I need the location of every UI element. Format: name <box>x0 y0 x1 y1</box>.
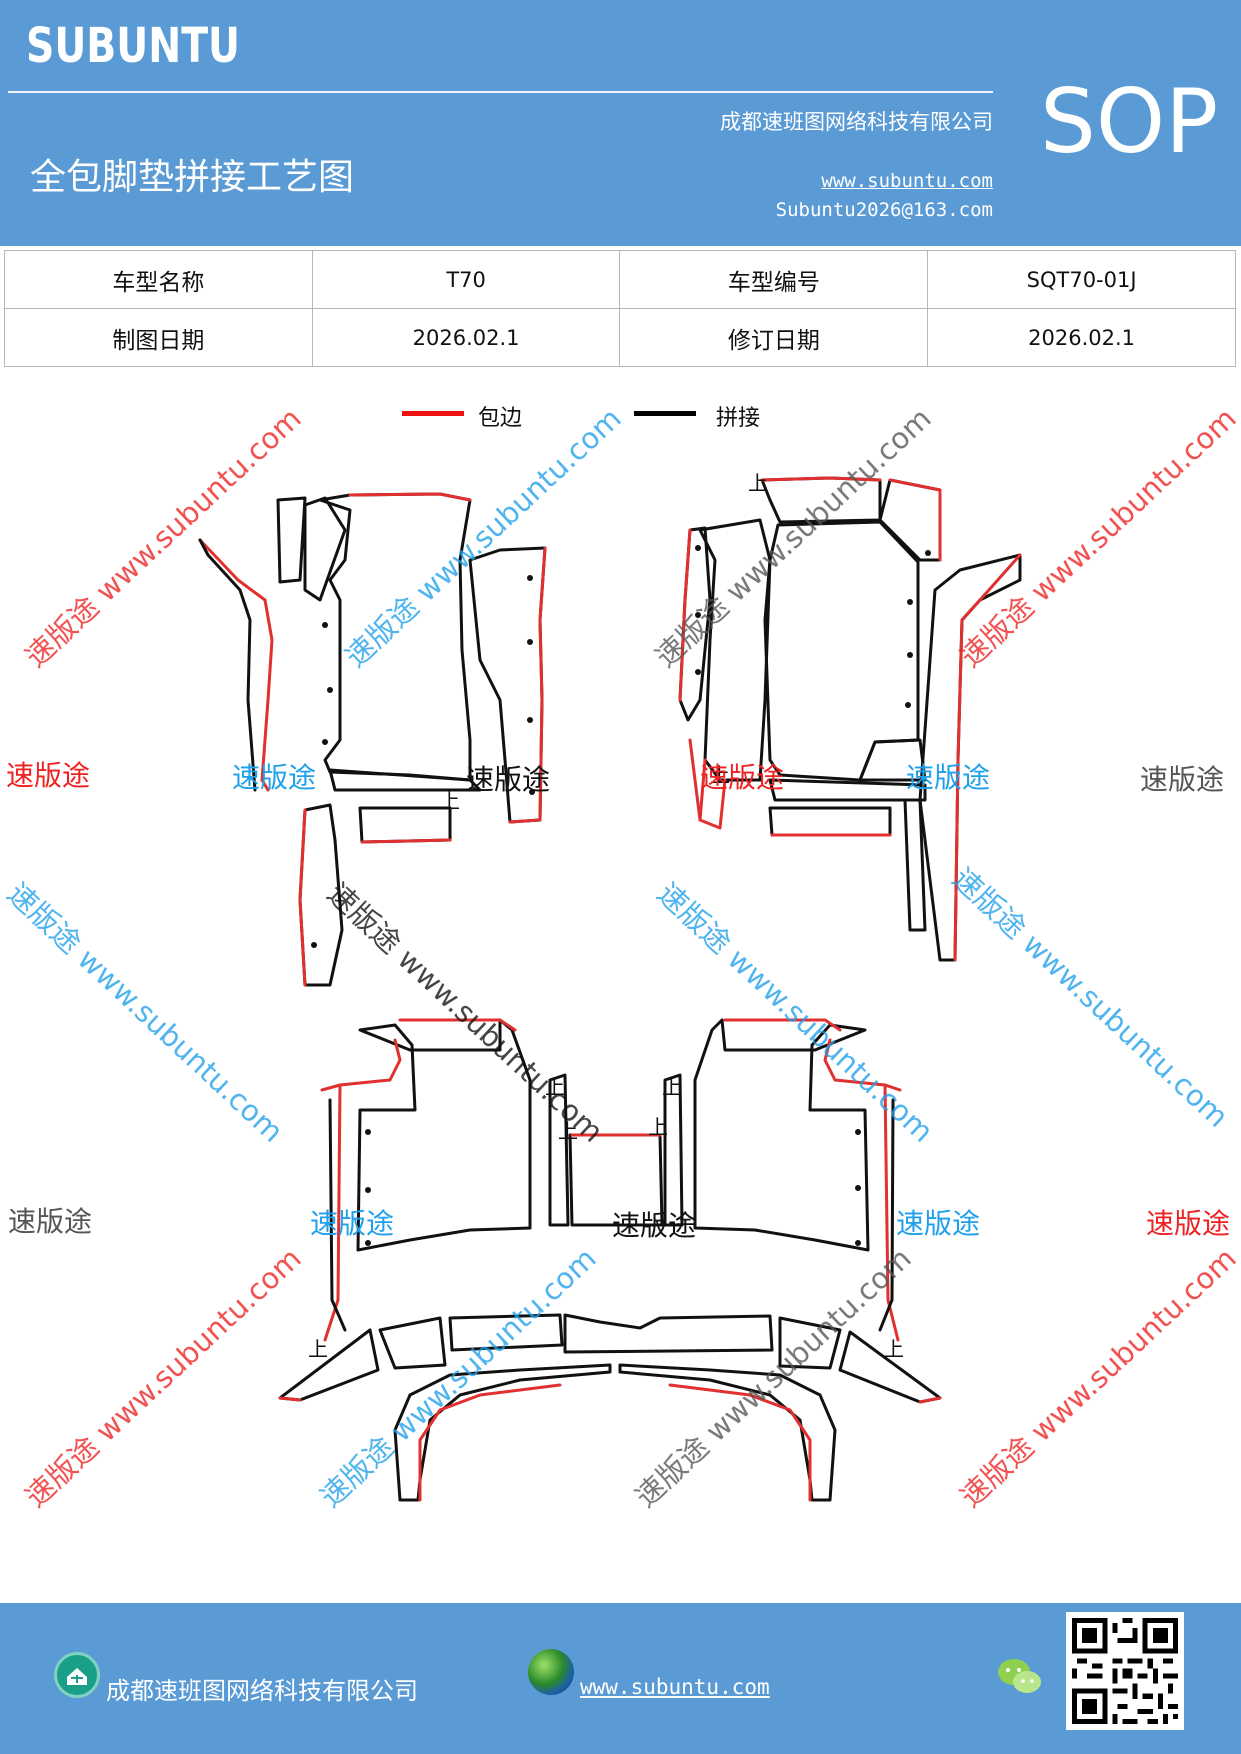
up-marker: 上 <box>748 471 768 495</box>
legend-join-swatch <box>634 411 696 416</box>
up-marker: 上 <box>440 789 460 813</box>
up-marker: 上 <box>308 1337 328 1361</box>
header-banner: SUBUNTU 成都速班图网络科技有限公司 全包脚垫拼接工艺图 www.subu… <box>0 0 1241 246</box>
vehicle-code-value: SQT70-01J <box>927 250 1236 309</box>
footer-website-link[interactable]: www.subuntu.com <box>580 1675 770 1699</box>
draw-date-value: 2026.02.1 <box>311 308 621 367</box>
rear-right-mat <box>693 1018 870 1252</box>
driver-mat-top-edge <box>348 492 472 502</box>
vehicle-name-label: 车型名称 <box>4 250 313 309</box>
revision-date-label: 修订日期 <box>619 308 929 367</box>
header-divider <box>8 91 993 93</box>
rear-mat <box>278 1018 942 1502</box>
home-icon <box>54 1652 100 1698</box>
vehicle-name-value: T70 <box>311 250 621 309</box>
sop-badge: SOP <box>1040 70 1219 173</box>
up-marker: 上 <box>662 1075 682 1099</box>
legend: 包边 拼接 <box>0 398 1241 438</box>
rear-sill-left <box>278 1328 380 1402</box>
rear-center-tunnel <box>548 1073 570 1227</box>
revision-date-value: 2026.02.1 <box>927 308 1236 367</box>
wechat-icon[interactable] <box>996 1655 1044 1699</box>
table-row: 制图日期 2026.02.1 修订日期 2026.02.1 <box>4 308 1236 367</box>
header-company: 成都速班图网络科技有限公司 <box>720 110 993 134</box>
footer-company: 成都速班图网络科技有限公司 <box>106 1677 418 1705</box>
footer-banner: 成都速班图网络科技有限公司 www.subuntu.com <box>0 1603 1241 1754</box>
up-marker: 上 <box>545 1075 565 1099</box>
driver-mat-left-triangle <box>303 496 347 602</box>
driver-mat-bottom-strip <box>328 768 482 792</box>
up-marker: 上 <box>558 1119 578 1143</box>
passenger-mat-bottom-strip <box>768 778 927 802</box>
table-row: 车型名称 T70 车型编号 SQT70-01J <box>4 250 1236 309</box>
header-website-link[interactable]: www.subuntu.com <box>821 170 993 192</box>
vehicle-code-label: 车型编号 <box>619 250 929 309</box>
up-marker: 上 <box>710 763 730 787</box>
legend-edge-label: 包边 <box>478 406 523 431</box>
page-title: 全包脚垫拼接工艺图 <box>30 157 355 198</box>
rear-lower-arc-right <box>618 1363 837 1502</box>
rear-left-mat <box>356 1018 532 1252</box>
passenger-mat-right-strip <box>903 798 927 932</box>
driver-mat-outer-arc <box>198 538 274 792</box>
up-marker: 上 <box>648 1115 668 1139</box>
brand-logo: SUBUNTU <box>26 18 241 74</box>
passenger-mat-top <box>760 476 882 524</box>
passenger-mat-corner <box>878 478 942 562</box>
rear-lower-arc-left <box>393 1363 612 1502</box>
vehicle-info-table: 车型名称 T70 车型编号 SQT70-01J 制图日期 2026.02.1 修… <box>4 250 1236 367</box>
legend-join-label: 拼接 <box>716 406 761 431</box>
header-email: Subuntu2026@163.com <box>775 199 993 221</box>
driver-mat-left-strip <box>276 496 307 584</box>
floor-mat-diagram: 上 上 上 上 上 上 上 上 上 <box>198 471 1022 1502</box>
qr-code <box>1066 1612 1184 1730</box>
draw-date-label: 制图日期 <box>4 308 313 367</box>
legend-edge-swatch <box>402 411 464 416</box>
driver-mat <box>198 492 547 987</box>
up-marker: 上 <box>884 1337 904 1361</box>
driver-mat-right-piece <box>468 546 547 824</box>
driver-mat-lower-strip <box>298 803 344 987</box>
passenger-mat <box>678 476 1022 962</box>
globe-icon <box>528 1649 574 1695</box>
